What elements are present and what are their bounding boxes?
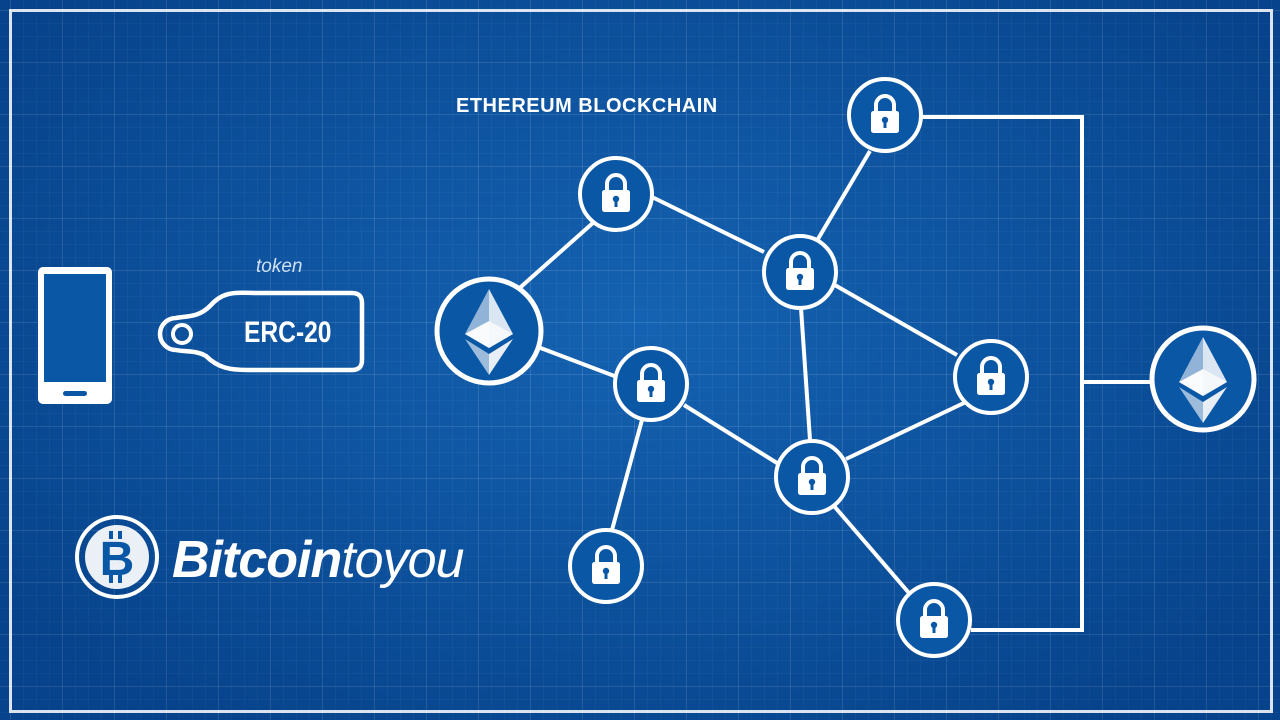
lock-node-2 bbox=[762, 234, 838, 310]
lock-node-4 bbox=[953, 339, 1029, 415]
diagram-title: ETHEREUM BLOCKCHAIN bbox=[456, 95, 718, 117]
lock-node-5 bbox=[774, 439, 850, 515]
edge-lock-7-eth-right bbox=[971, 382, 1084, 632]
edge-lock-3-lock-5 bbox=[682, 403, 779, 465]
brand-light: toyou bbox=[341, 531, 464, 589]
lock-node-7 bbox=[896, 582, 972, 658]
edge-lock-3-lock-6 bbox=[610, 419, 644, 531]
ethereum-node-left bbox=[434, 276, 544, 386]
token-caption: token bbox=[256, 256, 303, 277]
edge-lock-5-lock-7 bbox=[832, 504, 911, 595]
ethereum-node-right bbox=[1149, 325, 1257, 433]
edge-eth-left-lock-1 bbox=[512, 220, 596, 295]
bitcoin-icon: B bbox=[75, 515, 159, 599]
edge-lock-2-lock-4 bbox=[832, 282, 958, 357]
edge-lock-2-lock-8 bbox=[816, 149, 872, 241]
lock-node-8 bbox=[847, 77, 923, 153]
token-label: ERC-20 bbox=[244, 316, 332, 349]
network-edges bbox=[512, 115, 1152, 632]
edge-eth-left-lock-3 bbox=[537, 345, 618, 379]
brand-wordmark: Bitcointoyou bbox=[172, 530, 464, 590]
lock-node-3 bbox=[613, 346, 689, 422]
svg-text:B: B bbox=[100, 533, 135, 586]
edge-lock-2-lock-5 bbox=[799, 307, 812, 441]
lock-node-6 bbox=[568, 528, 644, 604]
tag-icon bbox=[157, 290, 365, 373]
brand-bold: Bitcoin bbox=[172, 531, 342, 589]
edge-lock-1-lock-2 bbox=[651, 195, 765, 254]
lock-node-1 bbox=[578, 156, 654, 232]
phone-icon bbox=[38, 267, 112, 404]
edge-lock-8-eth-right bbox=[921, 115, 1152, 384]
edge-lock-5-lock-4 bbox=[845, 400, 967, 461]
